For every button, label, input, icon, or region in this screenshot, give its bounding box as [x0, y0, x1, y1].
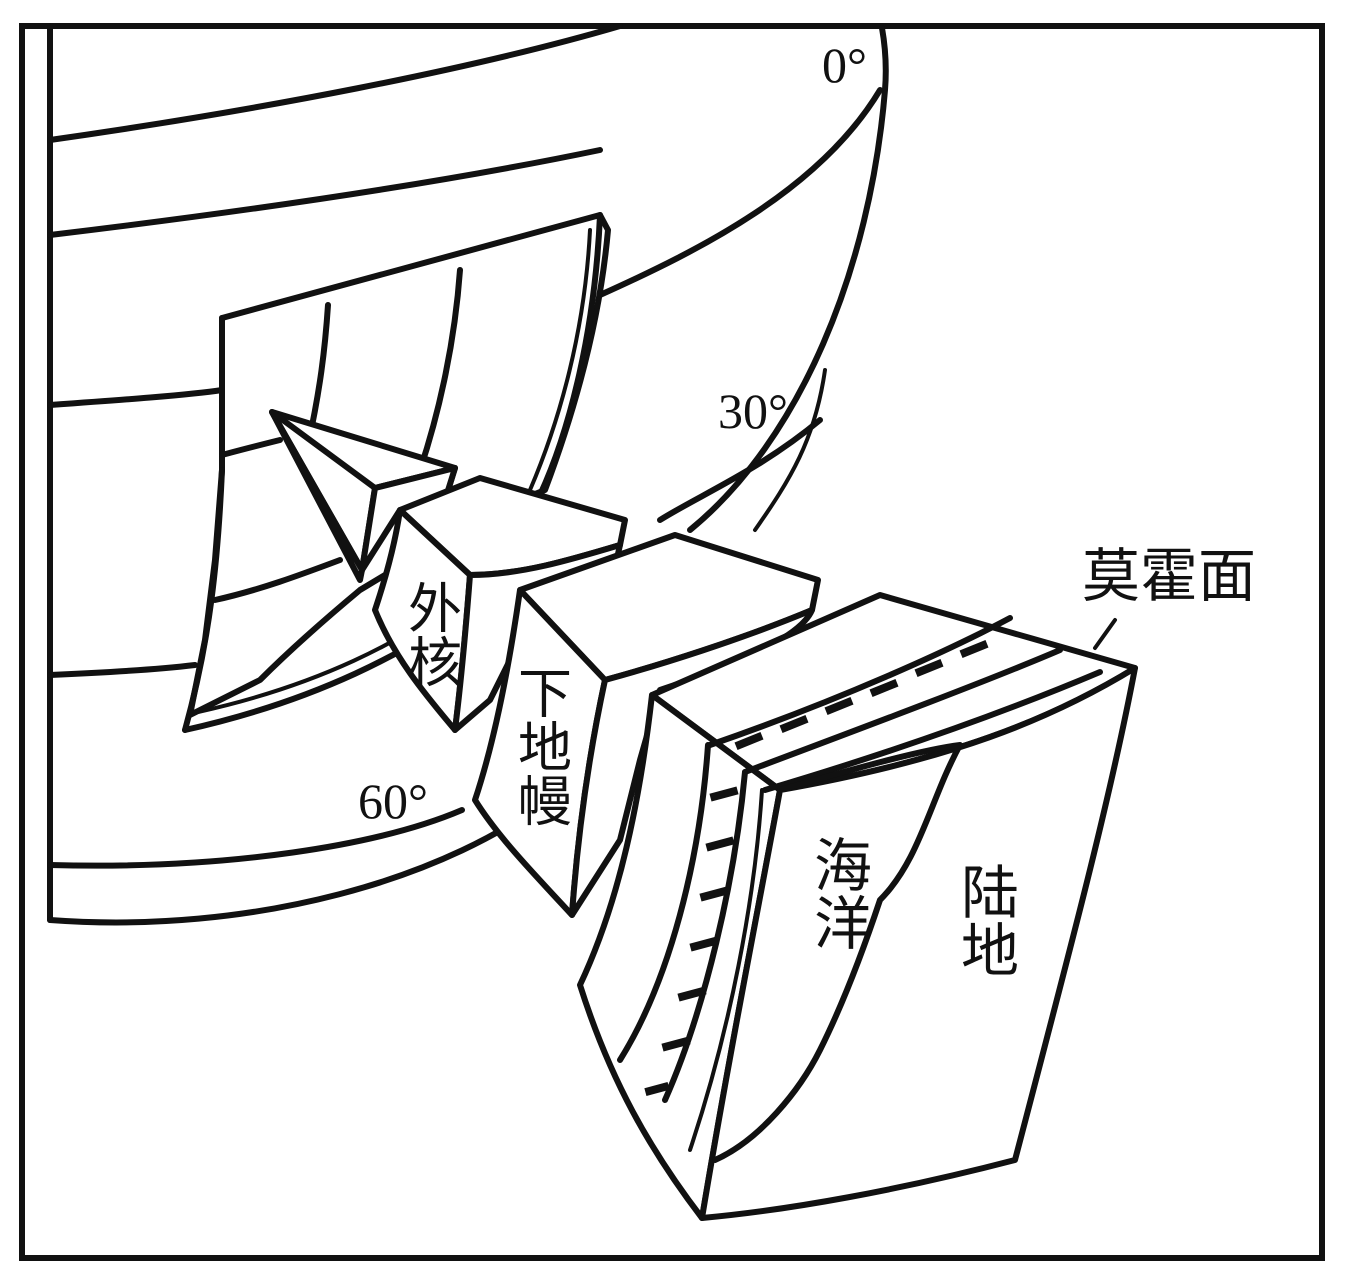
latitude-label-60: 60°: [358, 773, 428, 829]
crust-block: [577, 592, 1138, 1221]
globe-sphere: [47, 23, 889, 926]
land-label: 陆地: [951, 862, 1019, 978]
lower-mantle-block: [472, 532, 821, 918]
latitude-label-0: 0°: [822, 37, 867, 93]
outer-core-label: 外核: [399, 580, 462, 688]
latitude-label-30: 30°: [718, 383, 788, 439]
ocean-label: 海洋: [804, 835, 872, 951]
hatch-top: [734, 640, 989, 750]
moho-label: 莫霍面: [1082, 542, 1256, 610]
lower-mantle-label: 下地幔: [509, 665, 572, 827]
hatch-side: [644, 786, 739, 1096]
